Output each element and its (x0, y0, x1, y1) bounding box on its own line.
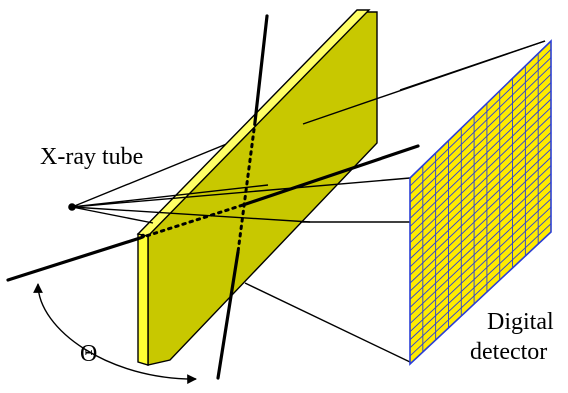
x-ray-tube-source (68, 203, 76, 211)
detector-grid-row-line (409, 132, 552, 268)
axis-intersection-marker (140, 233, 146, 239)
x-ray-rays (71, 40, 546, 363)
detector-grid-row-line (409, 90, 552, 227)
theta-label: Θ (80, 341, 97, 367)
detector-grid-row-line (409, 165, 552, 300)
vertical-axis-bottom (216, 250, 240, 380)
hidden-horizontal-axis (138, 203, 245, 240)
x-ray-tube-label: X-ray tube (40, 144, 143, 170)
detector-label-line1: Digital (487, 309, 554, 335)
vertical-axis-top (253, 14, 269, 124)
ray-to-plate-edge (71, 206, 154, 224)
detector-grid-row-line (409, 156, 552, 292)
rotation-axes (6, 14, 420, 380)
hidden-vertical-axis (236, 120, 257, 254)
plate-side-face (137, 233, 149, 366)
detector-panel (409, 39, 552, 366)
digital-detector (409, 39, 552, 366)
detector-grid-row-line (409, 107, 552, 244)
hidden-axis-segments (138, 120, 257, 254)
ray-to-detector-left (71, 177, 411, 208)
detector-grid-row-line (409, 65, 552, 203)
horizontal-axis-front (6, 236, 142, 282)
ray-detector-top-extension (399, 40, 546, 91)
detector-grid-row-line (409, 223, 552, 357)
detector-label-line2: detector (470, 339, 547, 365)
detector-grid-row-line (409, 198, 552, 332)
detector-grid-row-line (409, 82, 552, 219)
detector-grid-row-line (409, 173, 552, 308)
ray-to-plate-lower (71, 206, 311, 223)
ray-to-plate-middle (71, 184, 269, 208)
detector-grid-row-line (409, 115, 552, 252)
detector-grid-row-line (409, 148, 552, 284)
detector-grid-row-line (409, 206, 552, 341)
ray-to-detector-bottom (244, 282, 411, 363)
detector-grid-row-line (409, 215, 552, 349)
detector-grid-row-line (409, 181, 552, 316)
detector-grid-row-line (409, 98, 552, 235)
detector-grid-row-line (409, 57, 552, 195)
detector-grid-row-line (409, 190, 552, 324)
horizontal-axis-back (241, 144, 420, 207)
detector-grid-row-line (409, 123, 552, 260)
detector-grid-row-line (409, 140, 552, 276)
object-plate (136, 9, 378, 366)
theta-angle-arrow (33, 283, 197, 384)
detector-grid-row-line (409, 73, 552, 211)
detector-grid-row-line (409, 48, 552, 187)
